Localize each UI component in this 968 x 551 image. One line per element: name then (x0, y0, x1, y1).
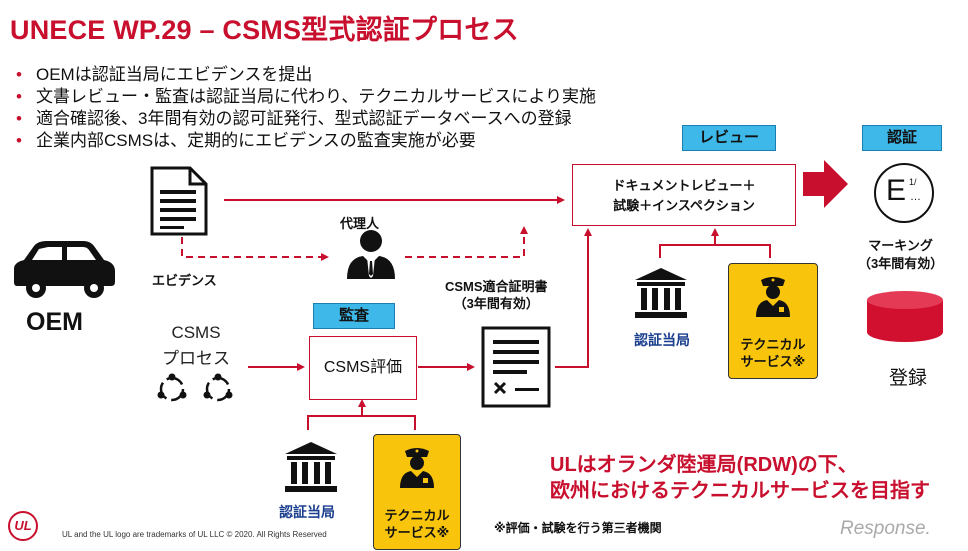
evidence-label: エビデンス (152, 273, 217, 288)
marking-line: （3年間有効） (858, 256, 944, 271)
review-box: ドキュメントレビュー＋ 試験＋インスペクション (572, 164, 796, 226)
marking-line: マーキング (868, 238, 933, 253)
ul-note-line: 欧州におけるテクニカルサービスを目指す (550, 480, 930, 502)
bullet-list: OEMは認証当局にエビデンスを提出 文書レビュー・監査は認証当局に代わり、テクニ… (14, 64, 596, 152)
techservice-line: テクニカル (384, 508, 450, 523)
agent-person-icon (347, 230, 395, 279)
techservice-line: サービス※ (384, 525, 450, 540)
oem-label: OEM (26, 308, 83, 336)
csms-process-line: CSMS (171, 323, 221, 342)
trademark-text: UL and the UL logo are trademarks of UL … (62, 530, 327, 539)
ul-note-line: ULはオランダ陸運局(RDW)の下、 (550, 454, 858, 476)
e-mark-sup: 1/ (909, 177, 917, 187)
csms-process-line: プロセス (162, 349, 230, 368)
bullet-item: 適合確認後、3年間有効の認可証発行、型式認証データベースへの登録 (14, 108, 596, 130)
bullet-item: 文書レビュー・監査は認証当局に代わり、テクニカルサービスにより実施 (14, 86, 596, 108)
authority-review-label: 認証当局 (634, 332, 690, 348)
page-title: UNECE WP.29 – CSMS型式認証プロセス (10, 15, 519, 45)
bullet-item: 企業内部CSMSは、定期的にエビデンスの監査実施が必要 (14, 130, 596, 152)
officer-icon (756, 277, 790, 317)
ul-logo: UL (8, 511, 38, 541)
car-icon (14, 241, 115, 298)
techservice-review-label: テクニカル サービス※ (729, 336, 817, 370)
review-box-line: ドキュメントレビュー＋ (612, 178, 756, 193)
techservice-review-card: テクニカル サービス※ (728, 263, 818, 379)
e-mark-dots: … (910, 191, 921, 203)
officer-icon (400, 448, 434, 488)
review-box-line: 試験＋インスペクション (613, 198, 755, 213)
review-tag: レビュー (682, 125, 776, 151)
footnote: ※評価・試験を行う第三者機関 (494, 521, 662, 535)
certificate-label: CSMS適合証明書 （3年間有効） (445, 278, 548, 312)
cycle-icons (157, 373, 233, 402)
authority-building-icon (285, 442, 337, 492)
ul-note: ULはオランダ陸運局(RDW)の下、 欧州におけるテクニカルサービスを目指す (550, 452, 930, 504)
marking-label: マーキング （3年間有効） (858, 237, 943, 273)
document-icon (150, 166, 208, 236)
csms-process-label: CSMS プロセス (156, 320, 236, 372)
techservice-audit-card: テクニカル サービス※ (373, 434, 461, 550)
audit-tag: 監査 (313, 303, 395, 329)
e-mark-icon: E 1/ … (874, 163, 934, 223)
techservice-line: テクニカル (740, 337, 806, 352)
techservice-line: サービス※ (740, 354, 806, 369)
registration-label: 登録 (889, 368, 928, 389)
csms-eval-box: CSMS評価 (309, 336, 417, 400)
authority-building-icon (635, 268, 687, 318)
certificate-line: （3年間有効） (453, 296, 539, 311)
database-icon (867, 291, 943, 342)
certificate-line: CSMS適合証明書 (445, 279, 548, 294)
bullet-item: OEMは認証当局にエビデンスを提出 (14, 64, 596, 86)
agent-label: 代理人 (340, 216, 380, 231)
e-mark-letter: E (886, 174, 907, 207)
techservice-audit-label: テクニカル サービス※ (374, 507, 460, 541)
authority-audit-label: 認証当局 (279, 504, 335, 520)
certification-tag: 認証 (862, 125, 942, 151)
certificate-icon (481, 326, 551, 408)
response-watermark: Response. (840, 518, 931, 539)
